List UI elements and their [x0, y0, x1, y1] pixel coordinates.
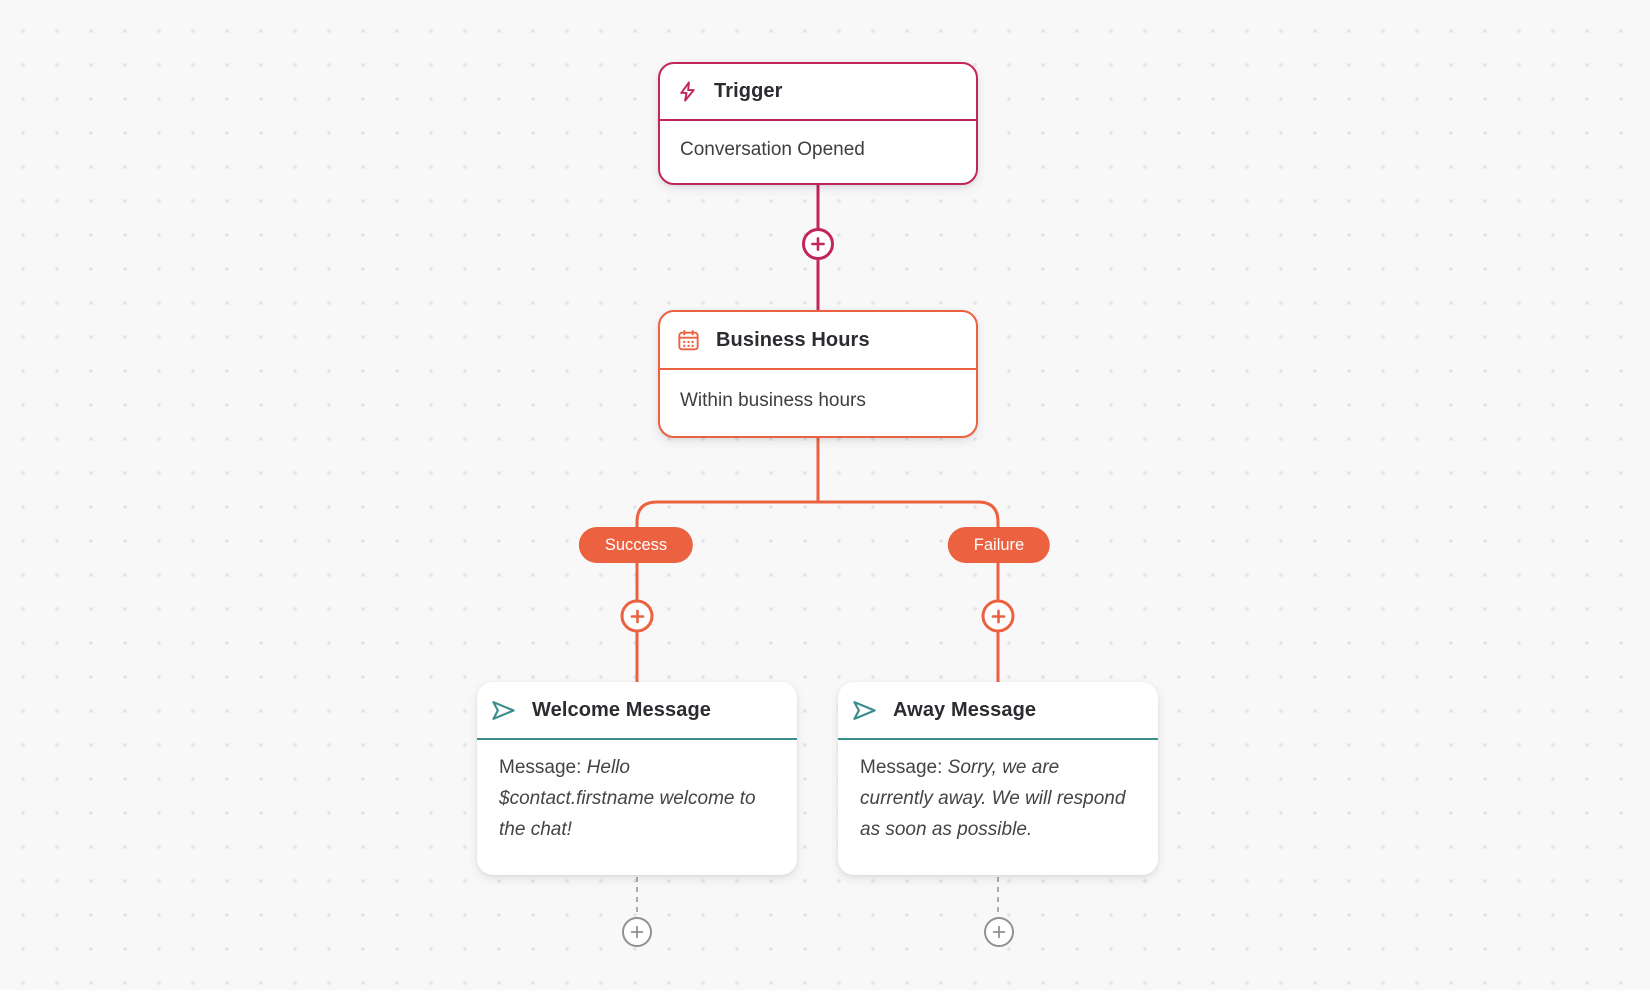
add-step-button-after-welcome[interactable]	[622, 917, 652, 947]
add-step-button-top[interactable]	[802, 228, 834, 260]
canvas-bottom-edge	[0, 990, 1650, 998]
away-message-node-title: Away Message	[893, 698, 1037, 721]
message-label: Message:	[860, 757, 943, 778]
success-branch-label: Success	[578, 527, 694, 563]
trigger-node-header: Trigger	[660, 64, 976, 121]
trigger-node-subtitle: Conversation Opened	[680, 139, 865, 160]
away-message-node[interactable]: Away Message Message: Sorry, we are curr…	[838, 682, 1158, 875]
message-text: Hello $contact.firstname welcome to the …	[499, 757, 756, 840]
welcome-message-node-title: Welcome Message	[532, 698, 711, 721]
welcome-message-node-header: Welcome Message	[477, 682, 797, 740]
business-hours-node-title: Business Hours	[716, 328, 870, 351]
away-message-node-header: Away Message	[838, 682, 1158, 740]
send-icon	[851, 697, 878, 724]
calendar-icon	[676, 328, 701, 353]
lightning-icon	[676, 80, 699, 103]
business-hours-node[interactable]: Business Hours Within business hours	[658, 310, 978, 438]
welcome-message-node-body: Message: Hello $contact.firstname welcom…	[477, 740, 797, 845]
business-hours-node-subtitle: Within business hours	[680, 390, 866, 411]
welcome-message-node[interactable]: Welcome Message Message: Hello $contact.…	[477, 682, 797, 875]
failure-branch-label: Failure	[947, 527, 1051, 563]
add-step-button-failure[interactable]	[981, 599, 1015, 633]
add-step-button-success[interactable]	[620, 599, 654, 633]
message-text: Sorry, we are currently away. We will re…	[860, 757, 1126, 840]
send-icon	[490, 697, 517, 724]
trigger-node[interactable]: Trigger Conversation Opened	[658, 62, 978, 185]
trigger-node-title: Trigger	[714, 80, 783, 102]
business-hours-node-header: Business Hours	[660, 312, 976, 370]
add-step-button-after-away[interactable]	[984, 917, 1014, 947]
away-message-node-body: Message: Sorry, we are currently away. W…	[838, 740, 1158, 845]
message-label: Message:	[499, 757, 582, 778]
